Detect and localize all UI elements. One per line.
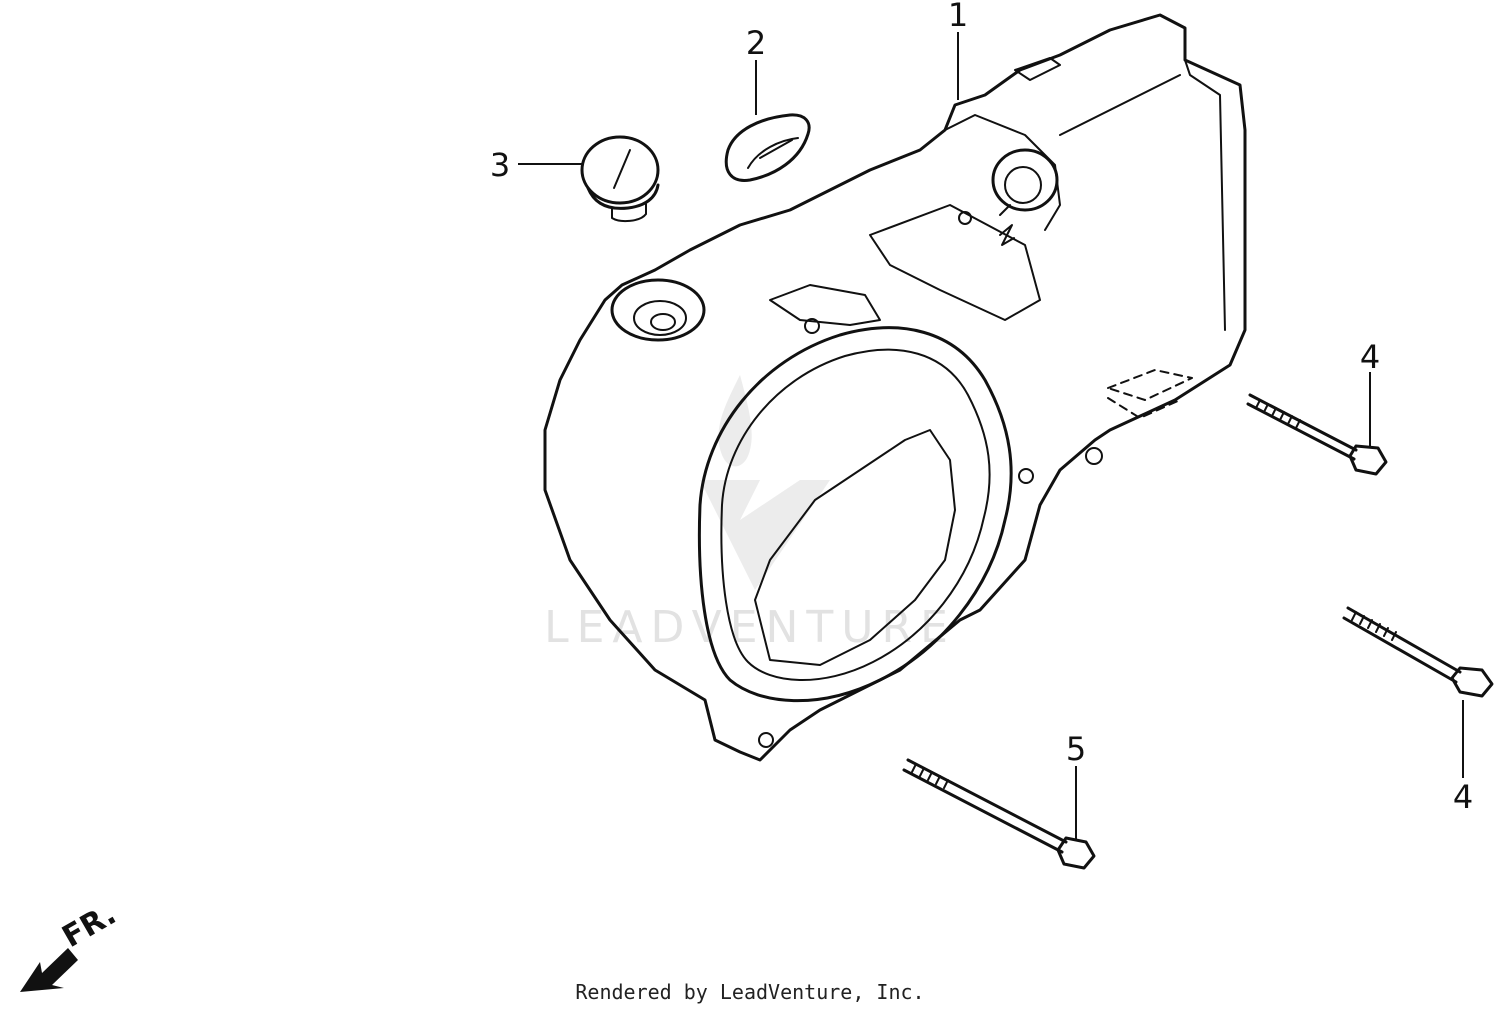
watermark: LEADVENTURE <box>544 375 956 653</box>
part-1-crankcase-cover[interactable] <box>543 13 1247 762</box>
callout-2: 2 <box>746 24 766 62</box>
callouts: 1 2 3 4 4 5 <box>490 0 1473 816</box>
watermark-v-logo-icon <box>700 480 830 590</box>
callout-5: 5 <box>1066 730 1086 768</box>
arrow-label: FR. <box>57 897 123 955</box>
leader-lines <box>518 32 1464 840</box>
part-4-bolt-lower[interactable] <box>1342 606 1494 698</box>
callout-3: 3 <box>490 146 510 184</box>
watermark-text: LEADVENTURE <box>544 602 956 653</box>
callout-4-upper: 4 <box>1360 338 1380 376</box>
front-direction-arrow: FR. <box>20 897 122 992</box>
footer-credit: Rendered by LeadVenture, Inc. <box>575 980 925 1004</box>
part-4-bolt-upper[interactable] <box>1246 393 1388 476</box>
part-2-seal[interactable] <box>724 113 811 182</box>
callout-4-lower: 4 <box>1453 778 1473 816</box>
part-3-plug-cap[interactable] <box>580 135 660 223</box>
part-5-bolt[interactable] <box>902 758 1096 870</box>
callout-1: 1 <box>948 0 968 34</box>
arrow-left-icon <box>20 948 78 992</box>
